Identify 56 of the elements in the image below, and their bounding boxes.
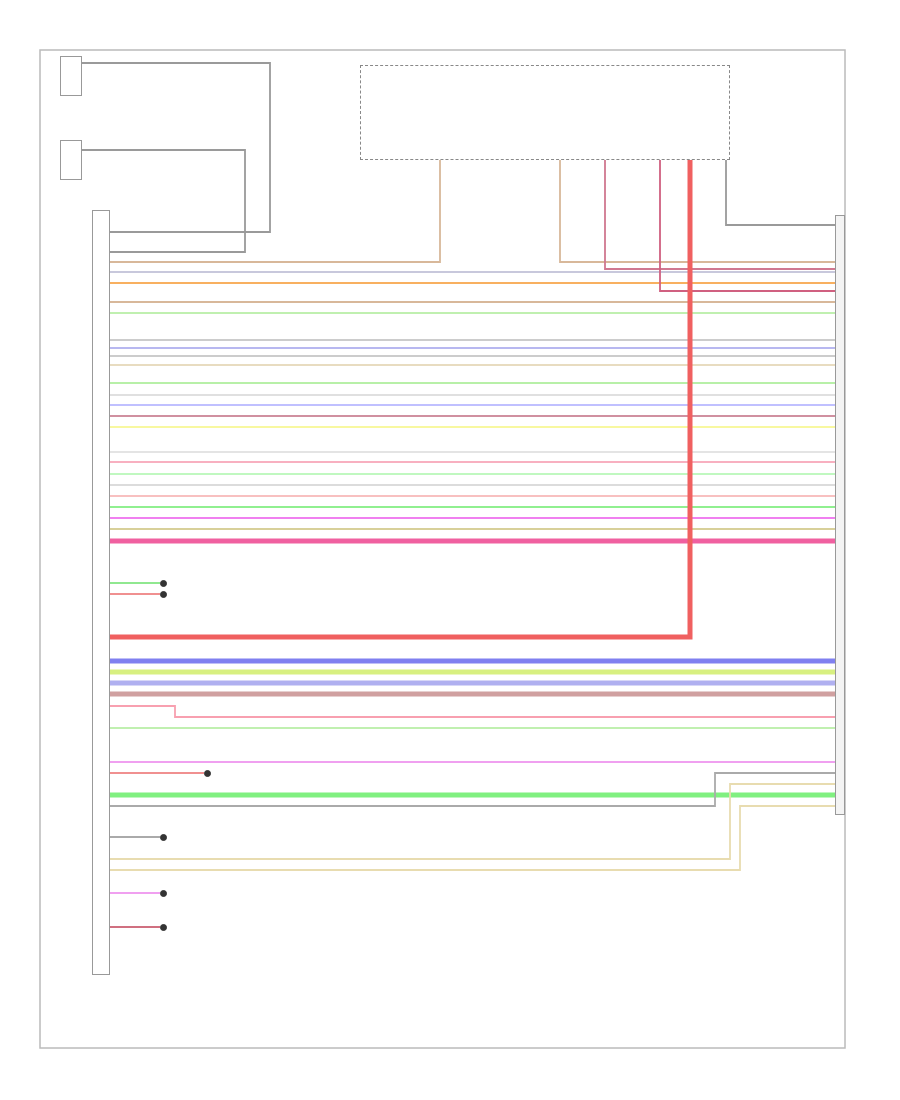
connector-dot [204, 770, 211, 777]
wire [109, 473, 836, 475]
wire [109, 382, 836, 384]
wire [109, 892, 161, 894]
switch-box [60, 140, 82, 180]
wire [109, 159, 441, 263]
wire [109, 517, 836, 519]
wire [110, 680, 835, 686]
wire [604, 159, 836, 270]
connector-dot [160, 834, 167, 841]
wire [109, 783, 836, 860]
wire [109, 593, 161, 595]
wire [109, 761, 836, 763]
wire [109, 355, 836, 357]
wire [110, 538, 835, 544]
wire [109, 461, 836, 463]
wire [109, 582, 161, 584]
wire [109, 705, 836, 718]
wire [109, 836, 161, 838]
connector-dot [160, 924, 167, 931]
wire [110, 160, 693, 640]
connector-dot [160, 890, 167, 897]
wire [109, 805, 836, 871]
wire [109, 926, 161, 928]
relay-box [360, 65, 730, 160]
wire [559, 159, 836, 263]
wire [110, 658, 835, 664]
wire [110, 669, 835, 675]
wire [109, 506, 836, 508]
wire [109, 528, 836, 530]
wire [109, 426, 836, 428]
wire [109, 282, 836, 284]
wire [81, 149, 246, 253]
wire [659, 159, 836, 292]
wire [109, 339, 836, 341]
wire [109, 772, 205, 774]
wire [109, 415, 836, 417]
wire [109, 495, 836, 497]
wire [109, 312, 836, 314]
wire [109, 484, 836, 486]
connector-dot [160, 580, 167, 587]
wire [109, 301, 836, 303]
wire [109, 772, 836, 807]
wire [110, 792, 835, 798]
switch-box [60, 56, 82, 96]
wire [109, 347, 836, 349]
wire [109, 364, 836, 366]
connector-dot [160, 591, 167, 598]
wire [725, 159, 836, 226]
wire [110, 691, 835, 697]
connector-strip [835, 215, 845, 815]
wire [81, 62, 271, 233]
control-module-connector [92, 210, 110, 975]
wire [109, 271, 836, 273]
wire [109, 404, 836, 406]
wire [109, 727, 836, 729]
